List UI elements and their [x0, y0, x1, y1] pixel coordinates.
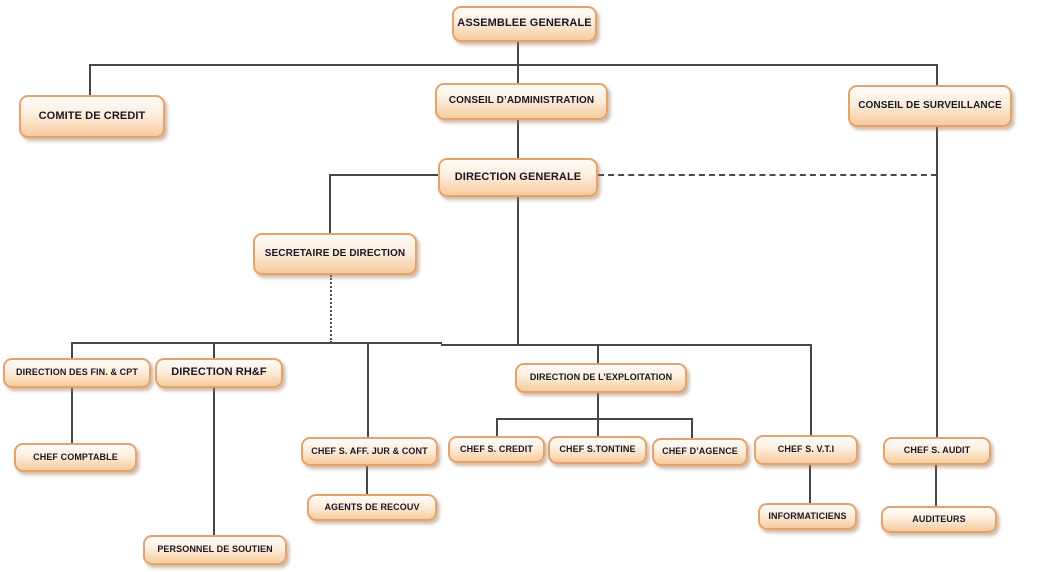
org-node-label: CHEF S.TONTINE: [559, 444, 636, 455]
connector-exploitation-drop: [597, 344, 599, 364]
connector-rhf-to-soutien: [213, 388, 215, 536]
org-node-label: CHEF S. CREDIT: [460, 443, 533, 454]
connector-dg-to-secretaire-v: [329, 174, 331, 234]
connector-secretaire-dotted-drop: [330, 275, 332, 343]
org-node-label: CHEF S. AUDIT: [903, 445, 971, 456]
org-node-label: AUDITEURS: [912, 513, 966, 524]
org-node-chef-s-vti: CHEF S. V.T.I: [754, 435, 858, 465]
org-node-label: CONSEIL DE SURVEILLANCE: [858, 99, 1002, 111]
org-node-label: DIRECTION RH&F: [171, 366, 267, 379]
connector-agence-drop: [691, 418, 693, 439]
org-node-label: CHEF S. AFF. JUR & CONT: [311, 445, 428, 456]
org-node-informaticiens: INFORMATICIENS: [758, 503, 857, 530]
connector-admin-to-dg: [517, 120, 519, 159]
org-node-label: CHEF S. V.T.I: [777, 444, 835, 455]
org-node-direction-fin-cpt: DIRECTION DES FIN. & CPT: [3, 358, 151, 388]
org-node-direction-generale: DIRECTION GENERALE: [438, 158, 598, 197]
connector-fincpt-drop: [71, 342, 73, 359]
org-node-chef-s-audit: CHEF S. AUDIT: [883, 437, 991, 465]
org-node-comite-de-credit: COMITE DE CREDIT: [19, 95, 165, 138]
org-node-direction-rhf: DIRECTION RH&F: [155, 358, 283, 388]
org-node-label: AGENTS DE RECOUV: [324, 501, 420, 512]
org-node-assemblee-generale: ASSEMBLEE GENERALE: [452, 6, 597, 42]
connector-conseil-admin-drop: [517, 64, 519, 84]
org-node-chef-d-agence: CHEF D’AGENCE: [652, 438, 748, 466]
org-node-chef-comptable: CHEF COMPTABLE: [14, 443, 137, 472]
connector-mainline-right: [441, 344, 811, 346]
connector-surveillance-drop: [936, 64, 938, 87]
connector-dg-to-secretaire-h: [329, 174, 439, 176]
org-node-conseil-surveillance: CONSEIL DE SURVEILLANCE: [848, 85, 1012, 127]
connector-rhf-drop: [213, 342, 215, 359]
connector-exploitation-to-subline: [597, 393, 599, 419]
org-node-label: CHEF COMPTABLE: [33, 451, 118, 462]
org-node-label: CHEF D’AGENCE: [662, 446, 738, 457]
org-node-auditeurs: AUDITEURS: [881, 506, 997, 533]
connector-comite-drop: [89, 64, 91, 96]
connector-jurcont-drop: [367, 342, 369, 438]
connector-jurcont-to-recouv: [366, 466, 368, 495]
connector-audit-to-auditeurs: [935, 465, 937, 507]
org-node-agents-de-recouv: AGENTS DE RECOUV: [307, 494, 437, 521]
connector-credit-drop: [496, 418, 498, 437]
connector-level1-hline: [89, 64, 938, 66]
org-node-chef-s-tontine: CHEF S.TONTINE: [548, 436, 647, 464]
org-node-chef-s-aff-jur-cont: CHEF S. AFF. JUR & CONT: [301, 437, 438, 466]
org-node-label: COMITE DE CREDIT: [38, 109, 146, 122]
org-node-label: PERSONNEL DE SOUTIEN: [157, 544, 273, 555]
org-node-label: DIRECTION DES FIN. & CPT: [16, 367, 138, 378]
connector-surveillance-to-audit: [936, 127, 938, 438]
connector-vti-to-informaticiens: [809, 465, 811, 504]
org-node-label: SECRETAIRE DE DIRECTION: [264, 247, 406, 259]
connector-tontine-drop: [597, 418, 599, 437]
org-node-direction-exploitation: DIRECTION DE L’EXPLOITATION: [515, 363, 687, 393]
connector-vti-drop: [810, 344, 812, 436]
connector-fincpt-to-comptable: [71, 388, 73, 444]
org-node-secretaire-direction: SECRETAIRE DE DIRECTION: [253, 233, 417, 275]
org-node-personnel-soutien: PERSONNEL DE SOUTIEN: [143, 535, 287, 565]
connector-assemblee-down: [517, 42, 519, 65]
org-node-label: CONSEIL D’ADMINISTRATION: [448, 95, 595, 107]
connector-dg-surveillance-dashed: [598, 174, 937, 176]
connector-mainline-left: [71, 342, 442, 344]
connector-exploitation-subline: [496, 418, 693, 420]
org-node-label: ASSEMBLEE GENERALE: [457, 17, 592, 30]
org-node-conseil-administration: CONSEIL D’ADMINISTRATION: [435, 83, 608, 120]
org-node-label: DIRECTION GENERALE: [454, 170, 582, 183]
org-node-label: DIRECTION DE L’EXPLOITATION: [529, 372, 673, 383]
connector-dg-to-mainline: [517, 197, 519, 344]
org-node-label: INFORMATICIENS: [768, 510, 847, 521]
org-node-chef-s-credit: CHEF S. CREDIT: [448, 436, 545, 463]
